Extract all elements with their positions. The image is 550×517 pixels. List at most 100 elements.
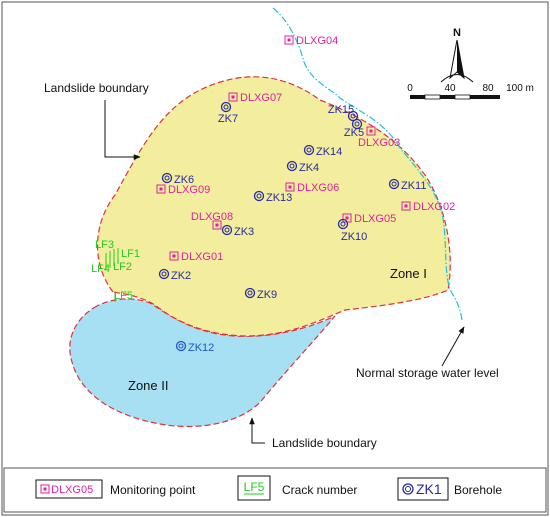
borehole-zk3: ZK3: [221, 224, 254, 238]
borehole-label: ZK5: [344, 127, 364, 139]
legend: DLXG05 Monitoring point LF5 Crack number…: [3, 467, 547, 513]
monitoring-point-icon: [366, 126, 376, 136]
monitoring-point-label: DLXG04: [296, 35, 338, 47]
borehole-icon-inner: [354, 121, 360, 127]
monitoring-point-dlxg02: DLXG02: [401, 201, 455, 213]
borehole-label: ZK10: [341, 231, 367, 243]
borehole-zk9: ZK9: [244, 287, 277, 301]
borehole-label: ZK6: [174, 174, 194, 186]
legend-monitor-label: Monitoring point: [110, 483, 196, 497]
landslide-boundary-top-arrow: [104, 100, 141, 160]
monitoring-point-icon: [228, 92, 238, 102]
monitoring-point-dot: [404, 204, 408, 208]
water-level-arrow: [441, 326, 465, 367]
borehole-icon-inner: [247, 290, 253, 296]
borehole-icon: [161, 172, 173, 184]
monitoring-point-label: DLXG06: [297, 182, 339, 194]
borehole-icon-inner: [164, 175, 170, 181]
borehole-label: ZK9: [257, 289, 277, 301]
monitoring-point-dlxg03: DLXG03: [358, 126, 400, 149]
borehole-label: ZK13: [266, 192, 292, 204]
borehole-icon-inner: [350, 113, 356, 119]
monitoring-point-label: DLXG05: [354, 213, 396, 225]
borehole-zk5: ZK5: [344, 118, 364, 139]
borehole-zk14: ZK14: [303, 144, 342, 158]
monitoring-point-dlxg08: DLXG08: [191, 211, 233, 230]
borehole-icon: [286, 160, 298, 172]
borehole-icon: [347, 110, 359, 122]
borehole-icon-inner: [289, 163, 295, 169]
monitoring-point-dot: [345, 216, 349, 220]
landslide-boundary-bottom-arrow: [249, 417, 265, 444]
borehole-zk4: ZK4: [286, 160, 319, 174]
borehole-label: ZK15: [328, 104, 354, 116]
borehole-zk13: ZK13: [253, 190, 292, 204]
borehole-icon: [221, 224, 233, 236]
monitoring-point-dot: [215, 223, 219, 227]
borehole-zk15: ZK15: [328, 104, 359, 122]
legend-monitor-box: [35, 479, 103, 499]
landslide-boundary-bottom-label: Landslide boundary: [272, 436, 377, 450]
scale-tick-0: 0: [407, 83, 413, 94]
zone-1-label: Zone I: [390, 266, 427, 281]
crack-lf4: LF4: [91, 263, 110, 275]
borehole-icon-inner: [306, 147, 312, 153]
borehole-icon-inner: [224, 227, 230, 233]
scale-tick-40: 40: [444, 83, 456, 94]
borehole-label: ZK12: [188, 342, 214, 354]
crack-lf3: LF3: [95, 239, 114, 251]
legend-borehole-sample: ZK1: [416, 481, 442, 497]
monitoring-point-label: DLXG03: [358, 137, 400, 149]
monitoring-point-dot: [287, 38, 291, 42]
borehole-label: ZK3: [234, 226, 254, 238]
zone-1-area: [96, 76, 451, 337]
scale-bar: 0 40 80 100 m: [407, 83, 534, 100]
borehole-icon: [175, 340, 187, 352]
borehole-icon-inner: [223, 104, 229, 110]
north-arrow: N: [440, 27, 474, 83]
monitoring-point-icon: [212, 220, 222, 230]
north-label: N: [453, 27, 461, 39]
monitoring-point-dot: [369, 129, 373, 133]
borehole-zk12: ZK12: [175, 340, 214, 354]
legend-frame: [3, 467, 547, 513]
borehole-zk10: ZK10: [337, 218, 367, 243]
legend-borehole-label: Borehole: [454, 483, 502, 497]
borehole-zk6: ZK6: [161, 172, 194, 186]
scale-tick-80: 80: [482, 83, 494, 94]
monitoring-point-label: DLXG08: [191, 211, 233, 223]
borehole-label: ZK14: [316, 146, 342, 158]
borehole-label: ZK2: [171, 270, 191, 282]
borehole-icon-inner: [340, 221, 346, 227]
monitoring-point-label: DLXG07: [240, 92, 282, 104]
borehole-icon-inner: [256, 193, 262, 199]
crack-lf1: LF1: [121, 248, 140, 260]
monitoring-point-dlxg09: DLXG09: [156, 184, 210, 196]
legend-crack-sample: LF5: [244, 480, 265, 494]
monitoring-point-dlxg04: DLXG04: [284, 35, 338, 47]
monitoring-point-label: DLXG01: [181, 251, 223, 263]
monitoring-point-icon: [401, 201, 411, 211]
borehole-icon: [158, 268, 170, 280]
crack-hatch: [105, 248, 119, 302]
monitoring-point-dlxg06: DLXG06: [285, 182, 339, 194]
borehole-icon: [351, 118, 363, 130]
borehole-icon: [303, 144, 315, 156]
zone-2-label: Zone II: [128, 378, 168, 393]
borehole-icon: [388, 178, 400, 190]
legend-borehole-box: [397, 477, 449, 501]
borehole-icon-inner: [391, 181, 397, 187]
borehole-icon: [253, 190, 265, 202]
monitoring-point-dlxg07: DLXG07: [228, 92, 282, 104]
borehole-icon-inner: [161, 271, 167, 277]
zone-2-area: [69, 298, 336, 428]
landslide-boundary-top-label: Landslide boundary: [44, 81, 149, 95]
borehole-zk7: ZK7: [218, 101, 238, 125]
monitoring-point-dlxg01: DLXG01: [169, 251, 223, 263]
scale-unit: 100 m: [506, 83, 534, 94]
